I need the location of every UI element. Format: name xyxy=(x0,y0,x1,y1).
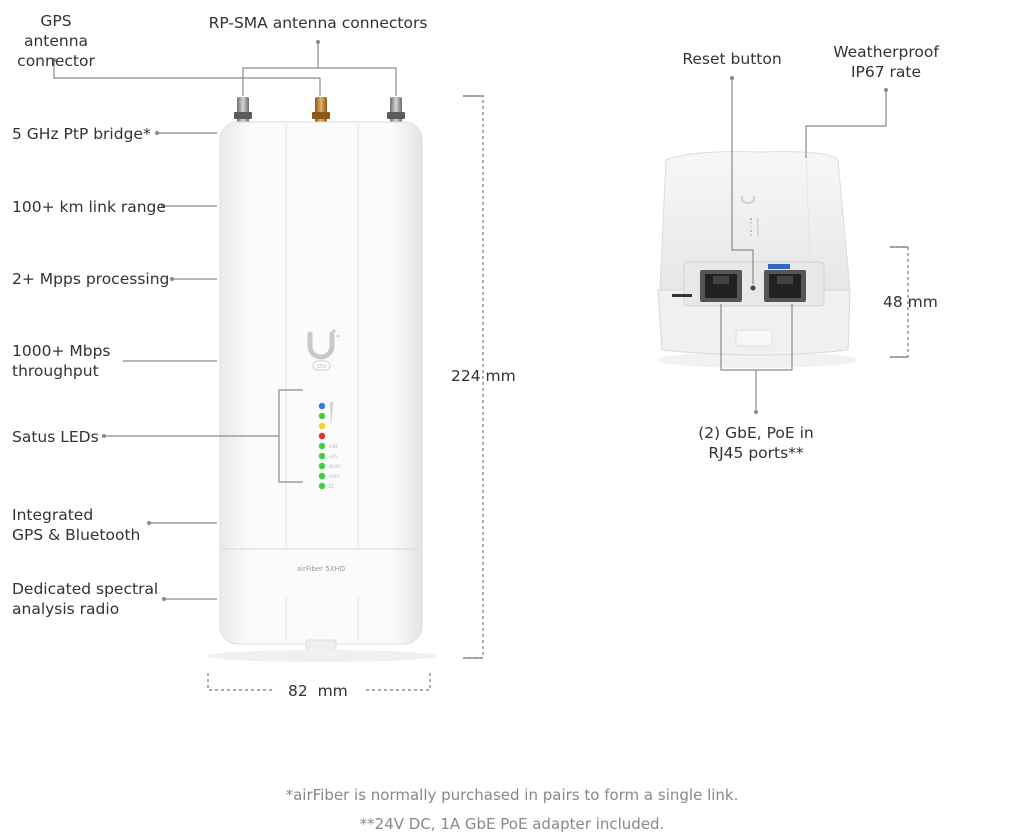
power-icon xyxy=(328,483,334,489)
status-led xyxy=(318,432,326,440)
rj45-port-left-icon xyxy=(700,270,742,302)
device-bottom-view xyxy=(657,151,857,368)
spectral-radio-label: Dedicated spectral analysis radio xyxy=(12,580,159,618)
dimension-lines xyxy=(207,95,909,691)
rpsma-label: RP-SMA antenna connectors xyxy=(208,14,428,32)
status-led xyxy=(318,462,326,470)
leader-dots xyxy=(52,40,888,601)
rpsma-connector-right-icon xyxy=(387,97,405,123)
status-leds-label: Satus LEDs xyxy=(12,428,99,446)
status-led xyxy=(318,422,326,430)
status-led-cluster: LINK GPS MGMT DATA xyxy=(318,402,342,490)
status-led xyxy=(318,472,326,480)
rj45-port-right-icon xyxy=(764,264,806,302)
signal-strength-icon xyxy=(330,402,333,428)
throughput-label: 1000+ Mbps throughput xyxy=(12,342,111,380)
led-label: DATA xyxy=(329,474,340,479)
link-range-label: 100+ km link range xyxy=(12,198,166,216)
rpsma-connector-center-icon xyxy=(312,97,330,123)
depth-dimension: 48 mm xyxy=(883,293,938,311)
footnote-adapter: **24V DC, 1A GbE PoE adapter included. xyxy=(359,815,665,833)
model-label: airFiber 5XHD xyxy=(297,565,345,573)
gps-connector-icon xyxy=(234,97,252,123)
logo-badge-label: LTU xyxy=(317,364,326,370)
ui-logo-icon xyxy=(307,329,340,371)
led-label: MGMT xyxy=(329,464,342,469)
footnote-pairs: *airFiber is normally purchased in pairs… xyxy=(285,786,739,804)
status-led xyxy=(318,442,326,450)
reset-button-icon xyxy=(750,285,756,291)
led-label: GPS xyxy=(329,454,338,459)
weatherproof-label: Weatherproof IP67 rate xyxy=(833,43,939,81)
width-dimension: 82 mm xyxy=(288,682,348,700)
leader-lines xyxy=(53,42,887,600)
led-label: LINK xyxy=(329,444,338,449)
device-front-view: LTU LINK GPS MGMT DATA airFiber 5XHD xyxy=(206,97,436,662)
status-led xyxy=(318,452,326,460)
ptp-bridge-label: 5 GHz PtP bridge* xyxy=(12,125,151,143)
gps-bluetooth-label: Integrated GPS & Bluetooth xyxy=(12,506,141,544)
height-dimension: 224 mm xyxy=(451,367,516,385)
status-led xyxy=(318,482,326,490)
status-led xyxy=(318,402,326,410)
gps-connector-label: GPS antenna connector xyxy=(17,12,95,70)
status-led xyxy=(318,412,326,420)
reset-button-label: Reset button xyxy=(682,50,782,68)
processing-label: 2+ Mpps processing xyxy=(12,270,170,288)
rj45-ports-label: (2) GbE, PoE in RJ45 ports** xyxy=(698,424,814,462)
